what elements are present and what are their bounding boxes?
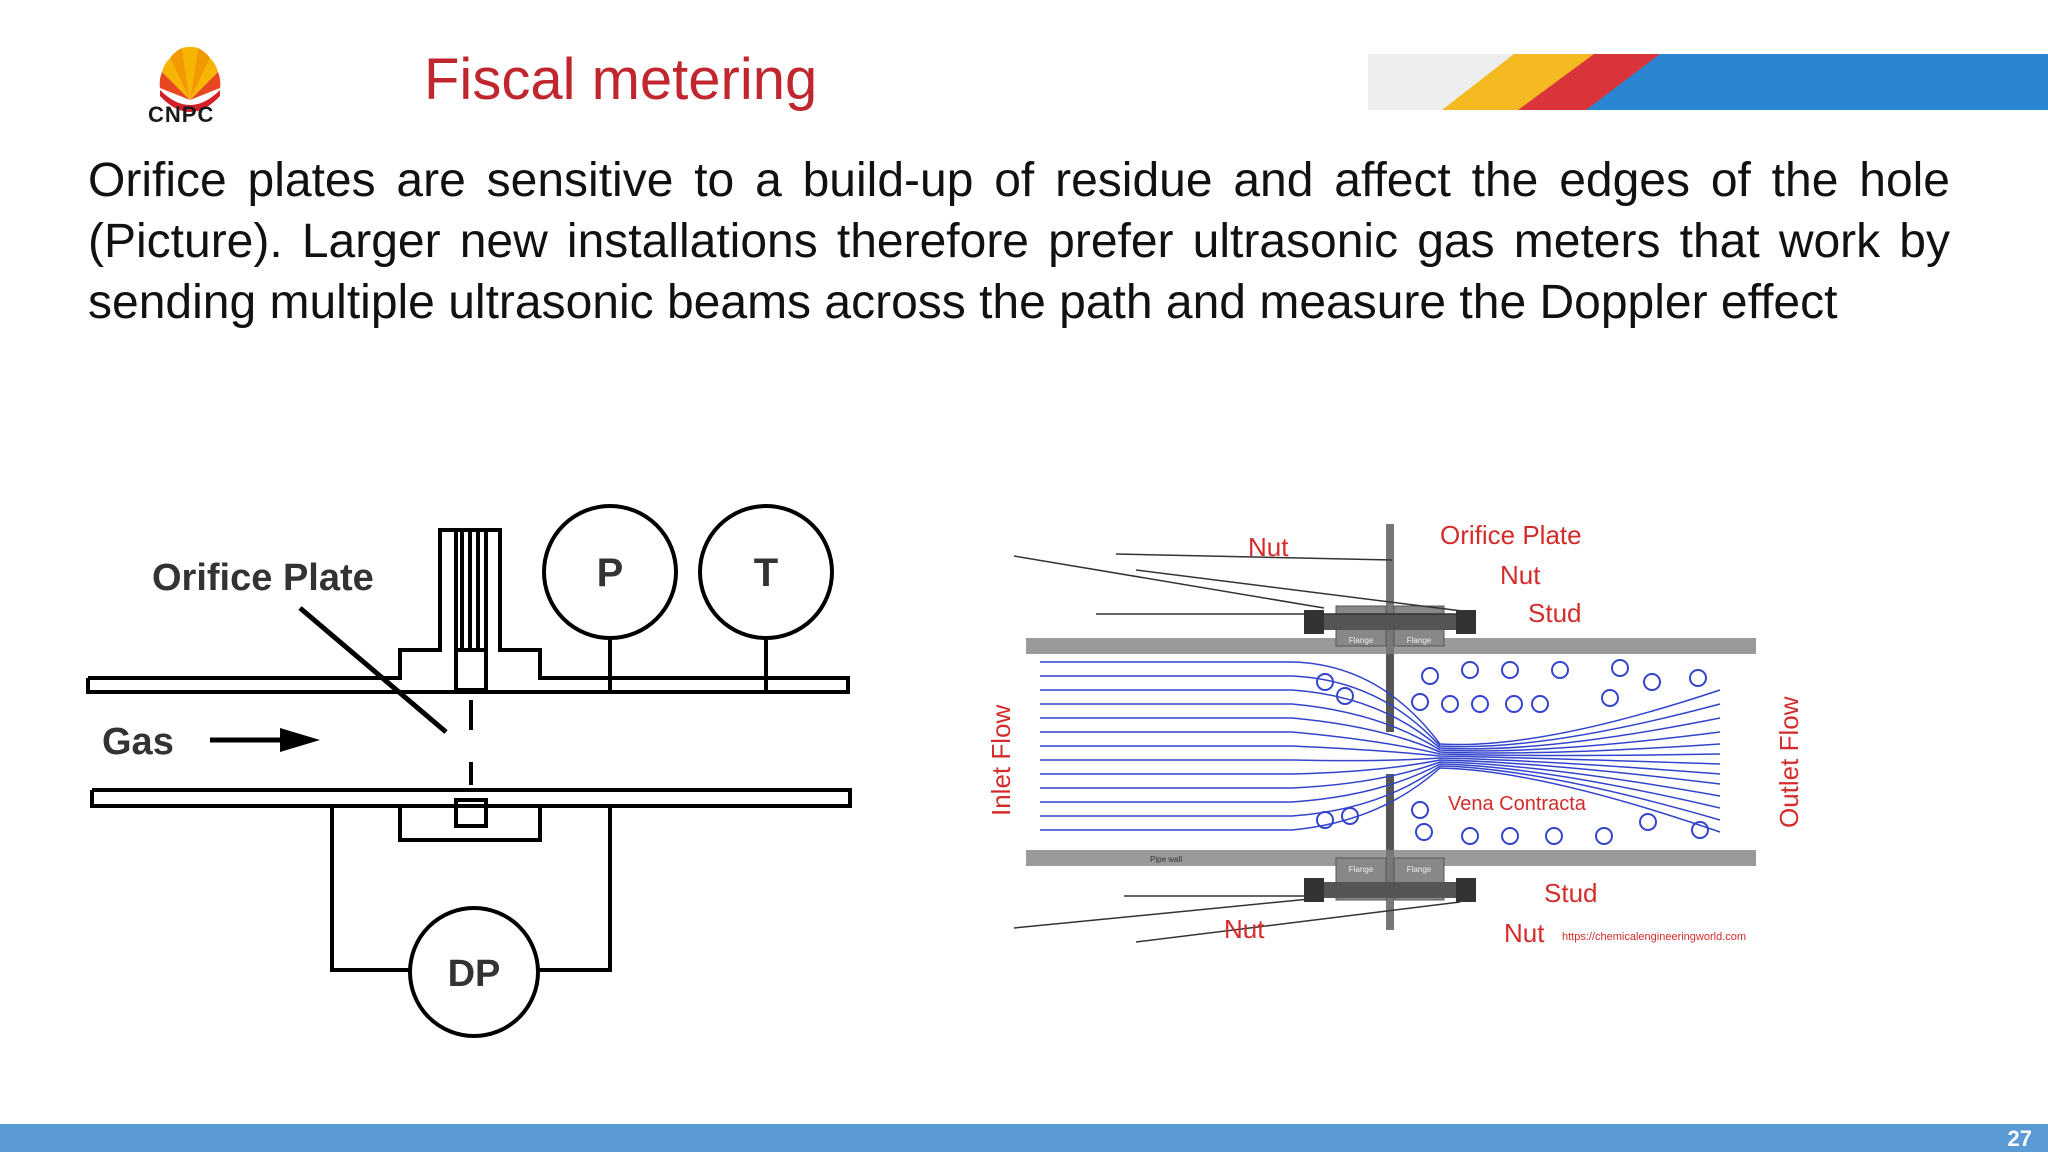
body-paragraph: Orifice plates are sensitive to a build-… (88, 154, 1950, 329)
page-number: 27 (2007, 1126, 2032, 1151)
flange-label: Flange (1349, 636, 1374, 645)
flange-label: Flange (1407, 865, 1432, 874)
stud-top-label: Stud (1528, 598, 1582, 628)
outlet-flow-label: Outlet Flow (1774, 696, 1804, 828)
pipe-wall-label: Pipe wall (1150, 855, 1182, 864)
nut-top-left-label: Nut (1248, 532, 1289, 562)
flange-label: Flange (1407, 636, 1432, 645)
vena-contracta-label: Vena Contracta (1448, 793, 1587, 815)
pressure-label: P (597, 551, 624, 595)
differential-pressure-gauge: DP (408, 906, 540, 1038)
flange-label: Flange (1349, 865, 1374, 874)
orifice-flow-diagram: Flange Flange Flange Flange Pipe wall (986, 520, 1804, 948)
stud-bottom-label: Stud (1544, 878, 1598, 908)
orifice-plate-diagram: P T DP Orifice Plate Gas (86, 504, 852, 1038)
orifice-plate-label: Orifice Plate (152, 557, 374, 599)
footer-bar: 27 (0, 1124, 2048, 1152)
nut-top-right-label: Nut (1500, 560, 1541, 590)
orifice-plate-label: Orifice Plate (1440, 520, 1582, 550)
source-url: https://chemicalengineeringworld.com (1562, 931, 1746, 943)
inlet-flow-label: Inlet Flow (986, 705, 1016, 816)
logo-text: CNPC (148, 102, 215, 127)
flow-streamlines (1040, 661, 1721, 833)
temperature-gauge: T (698, 504, 834, 640)
pressure-gauge: P (542, 504, 678, 640)
gas-label: Gas (102, 721, 174, 763)
eddies (1316, 659, 1709, 845)
cnpc-logo (159, 46, 221, 112)
temperature-label: T (754, 551, 778, 595)
petal-icon (159, 46, 221, 112)
dp-label: DP (448, 953, 501, 995)
nut-bottom-right-label: Nut (1504, 918, 1545, 948)
nut-bottom-left-label: Nut (1224, 914, 1265, 944)
slide-title: Fiscal metering (424, 47, 818, 112)
header-banner (1368, 54, 2048, 110)
